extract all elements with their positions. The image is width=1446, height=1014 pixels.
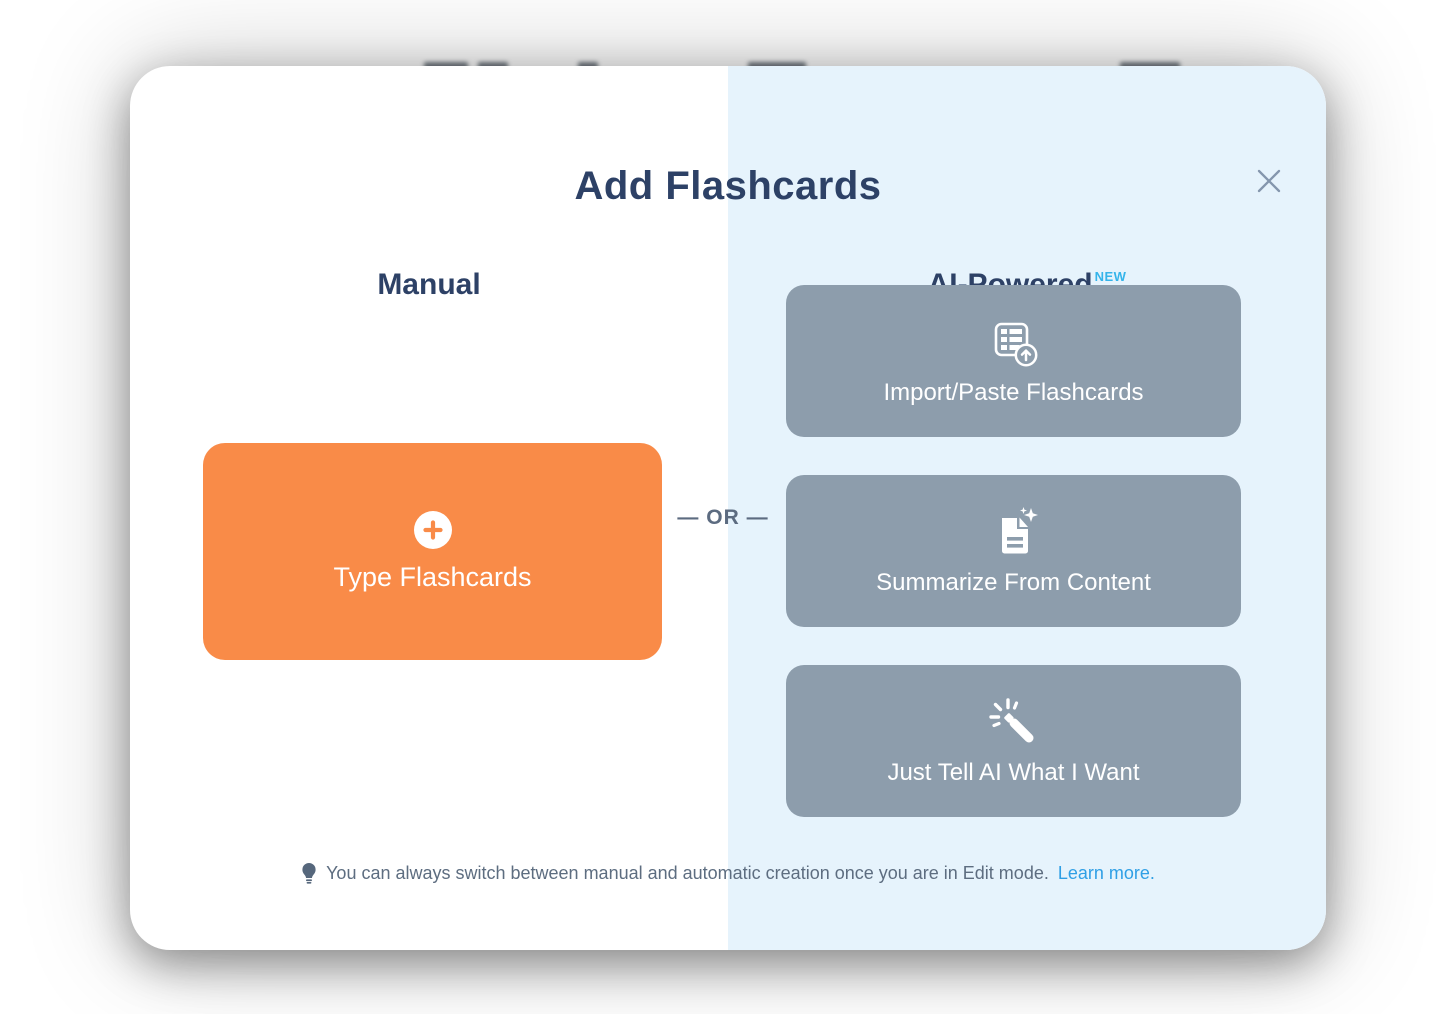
footer-tip-text: You can always switch between manual and… [326, 863, 1049, 883]
just-tell-ai-label: Just Tell AI What I Want [887, 759, 1140, 786]
type-flashcards-button[interactable]: Type Flashcards [203, 443, 662, 660]
close-icon [1252, 169, 1286, 201]
import-paste-flashcards-label: Import/Paste Flashcards [883, 379, 1144, 406]
learn-more-link[interactable]: Learn more. [1057, 863, 1155, 883]
footer-tip: You can always switch between manual and… [130, 862, 1326, 885]
or-divider: — OR — [677, 506, 769, 529]
plus-icon [413, 510, 452, 549]
import-paste-flashcards-button[interactable]: Import/Paste Flashcards [786, 285, 1241, 437]
lightbulb-icon [301, 862, 317, 885]
summarize-from-content-button[interactable]: Summarize From Content [786, 475, 1241, 627]
add-flashcards-modal: Add Flashcards Manual AI-PoweredNEW Type… [130, 66, 1326, 950]
new-badge: NEW [1094, 269, 1127, 284]
just-tell-ai-button[interactable]: Just Tell AI What I Want [786, 665, 1241, 817]
manual-section-heading: Manual [377, 268, 481, 301]
close-button[interactable] [1252, 164, 1286, 198]
table-import-icon [988, 315, 1040, 371]
magic-wand-icon [987, 695, 1041, 751]
summarize-from-content-label: Summarize From Content [876, 569, 1151, 596]
modal-title: Add Flashcards [574, 164, 882, 208]
document-sparkle-icon [987, 505, 1041, 561]
type-flashcards-label: Type Flashcards [333, 561, 532, 592]
